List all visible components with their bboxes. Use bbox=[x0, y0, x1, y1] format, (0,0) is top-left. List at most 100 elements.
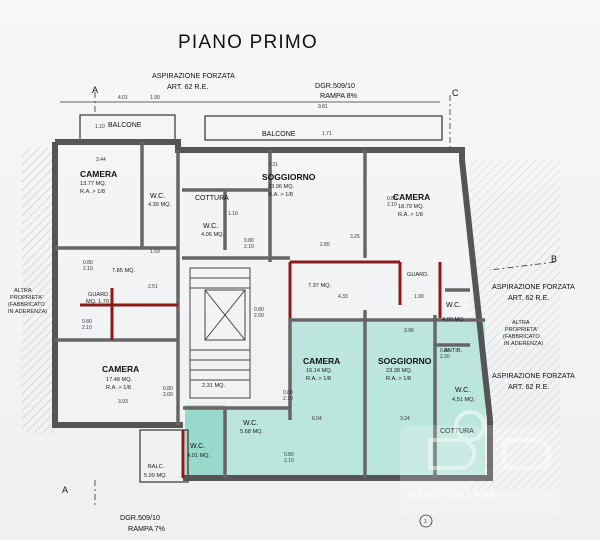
dimension: 6.04 bbox=[312, 416, 322, 422]
marker-circle bbox=[419, 514, 433, 528]
room-ra: R.A. > 1/8 bbox=[268, 192, 293, 198]
guard-left-label: GUARD. bbox=[88, 292, 110, 298]
room-camera-2: CAMERA 18.79 MQ. R.A. > 1/8 bbox=[393, 192, 430, 218]
balcony-center bbox=[204, 115, 443, 141]
section-marker-b: B bbox=[551, 254, 557, 264]
balcony-bottom-label: BALC. bbox=[148, 464, 165, 470]
room-area: 23.96 MQ. bbox=[268, 184, 295, 190]
page-title: PIANO PRIMO bbox=[178, 32, 318, 53]
door-height: 2.10 bbox=[244, 244, 254, 250]
dimension: 7.31 bbox=[268, 162, 278, 168]
door-height: 2.00 bbox=[163, 392, 173, 398]
door-width: 0.80 bbox=[163, 386, 173, 392]
outer-walls bbox=[52, 139, 493, 481]
neighbour-line: PROPRIETA' bbox=[505, 327, 538, 333]
balcony-bottom-area: 5.90 MQ. bbox=[144, 473, 167, 479]
dimension: 4.33 bbox=[338, 294, 348, 300]
corridor-left-area: 7.85 MQ. bbox=[112, 268, 135, 274]
wc-name: W.C. bbox=[150, 193, 165, 200]
neighbour-line: PROPRIETA' bbox=[10, 295, 43, 301]
neighbour-line: IN ADERENZA) bbox=[8, 309, 47, 315]
aspiration-note-right-2: ASPIRAZIONE FORZATA bbox=[492, 371, 575, 380]
room-area: 13.77 MQ. bbox=[80, 181, 107, 187]
dimension: 1.10 bbox=[228, 211, 238, 217]
dimension: 3.44 bbox=[96, 157, 106, 163]
dgr-note-bottom: DGR.509/10 bbox=[120, 513, 160, 522]
door-height: 2.10 bbox=[82, 325, 92, 331]
highlight-wc-left bbox=[185, 405, 225, 477]
guard-label: GUARD. bbox=[407, 272, 429, 278]
dimension: 3.25 bbox=[350, 234, 360, 240]
wc-6: W.C. 5.68 MQ. bbox=[240, 420, 263, 435]
door-height: 2.10 bbox=[83, 266, 93, 272]
neighbour-line: (FABBRICATO bbox=[503, 334, 540, 340]
neighbour-note-right: ALTRA PROPRIETA' (FABBRICATO IN ADERENZA… bbox=[503, 320, 543, 347]
red-partitions bbox=[80, 260, 442, 478]
guard-left-area: MQ. 1.70 bbox=[86, 299, 109, 305]
dimension: 3.98 bbox=[404, 328, 414, 334]
wc-name: W.C. bbox=[203, 223, 218, 230]
wc-name: W.C. bbox=[243, 420, 258, 427]
door-width: 0.80 bbox=[284, 452, 294, 458]
room-name: CAMERA bbox=[393, 192, 430, 202]
room-name: CAMERA bbox=[102, 364, 139, 374]
room-camera-3: CAMERA 17.48 MQ. R.A. > 1/8 bbox=[102, 364, 139, 391]
dgr-note-top: DGR.509/10 bbox=[315, 81, 355, 90]
room-ra: R.A. > 1/8 bbox=[106, 385, 131, 391]
neighbour-line: IN ADERENZA) bbox=[504, 341, 543, 347]
room-area: 16.14 MQ. bbox=[306, 368, 333, 374]
watermark-logo-box bbox=[400, 425, 560, 515]
door-height: 2.10 bbox=[284, 458, 294, 464]
door-height: 2.10 bbox=[283, 396, 293, 402]
room-ra: R.A. > 1/8 bbox=[80, 189, 105, 195]
corridor-center-area: 7.37 MQ. bbox=[308, 283, 331, 289]
door-height: 2.10 bbox=[387, 202, 397, 208]
wc-area: 4.06 MQ. bbox=[201, 232, 224, 238]
room-name: CAMERA bbox=[303, 356, 340, 366]
dimension: 4.01 bbox=[118, 95, 128, 101]
wc-4: W.C. 4.51 MQ. bbox=[452, 387, 475, 403]
room-name: SOGGIORNO bbox=[378, 356, 432, 366]
balcony-center-label: BALCONE bbox=[262, 131, 296, 138]
neighbour-line: (FABBRICATO bbox=[8, 302, 45, 308]
wc-area: 4.00 MQ. bbox=[442, 317, 465, 323]
wc-area: 4.51 MQ. bbox=[452, 397, 475, 403]
article-note-top: ART. 62 R.E. bbox=[167, 82, 208, 91]
aspiration-note-right-1: ASPIRAZIONE FORZATA bbox=[492, 282, 575, 291]
cottura-top-label: COTTURA bbox=[195, 195, 229, 202]
room-ra: R.A. > 1/8 bbox=[306, 376, 331, 382]
door-heights: 0.80 2.10 0.80 2.10 0.80 2.00 0.80 2.10 … bbox=[82, 196, 450, 464]
watermark-brand: IMMOBILIARE bbox=[408, 487, 500, 501]
door-height: 2.20 bbox=[440, 354, 450, 360]
neighbour-note-left: ALTRA PROPRIETA' (FABBRICATO IN ADERENZA… bbox=[8, 288, 47, 315]
article-note-right-1: ART. 62 R.E. bbox=[508, 293, 549, 302]
watermark-logo-mark bbox=[428, 410, 551, 470]
door-width: 0.80 bbox=[283, 390, 293, 396]
door-width: 0.80 bbox=[244, 238, 254, 244]
section-marker-a-top: A bbox=[92, 85, 98, 95]
balcony-left-label: BALCONE bbox=[108, 122, 142, 129]
stair-core bbox=[189, 267, 251, 399]
door-height: 2.00 bbox=[254, 313, 264, 319]
antib-label: ANTIB. bbox=[444, 348, 462, 354]
wc-name: W.C. bbox=[455, 387, 470, 394]
door-width: 0.80 bbox=[254, 307, 264, 313]
ramp-note-top: RAMPA 8% bbox=[320, 91, 358, 100]
agency-watermark: IMMOBILIARE bbox=[400, 410, 560, 515]
dimension-figures: 4.01 1.90 9.81 1.10 1.71 3.44 7.31 1.10 … bbox=[95, 95, 424, 422]
room-camera-1: CAMERA 13.77 MQ. R.A. > 1/8 bbox=[80, 169, 117, 195]
dimension: 1.90 bbox=[414, 294, 424, 300]
dimension: 1.90 bbox=[150, 95, 160, 101]
neighbour-line: ALTRA bbox=[512, 320, 530, 326]
door-width: 0.80 bbox=[440, 348, 450, 354]
door-width: 0.80 bbox=[82, 319, 92, 325]
dimension: 3.24 bbox=[400, 416, 410, 422]
wc-1: W.C. 4.39 MQ. bbox=[148, 193, 171, 208]
section-marker-c: C bbox=[452, 88, 459, 98]
wc-area: 5.68 MQ. bbox=[240, 429, 263, 435]
dimension: 3.93 bbox=[118, 399, 128, 405]
wc-name: W.C. bbox=[190, 443, 205, 450]
room-soggiorno-2: SOGGIORNO 23.38 MQ. R.A. > 1/8 bbox=[378, 356, 432, 382]
door-width: 0.80 bbox=[387, 196, 397, 202]
